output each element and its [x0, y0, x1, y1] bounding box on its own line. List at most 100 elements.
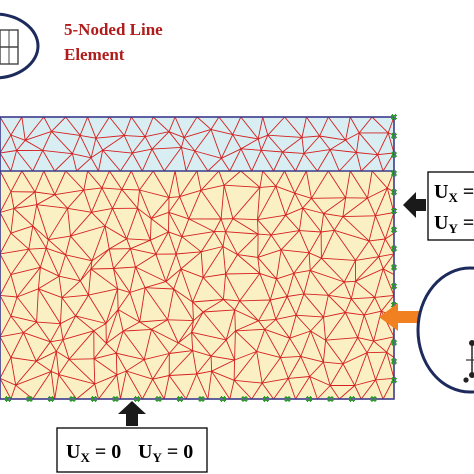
mesh-edge: [207, 371, 213, 400]
mesh-edge: [152, 170, 170, 198]
mesh-edge: [126, 370, 143, 400]
mesh-edge: [121, 188, 140, 191]
mesh-edge: [83, 189, 92, 213]
mesh-edge: [321, 257, 345, 283]
mesh-edge: [320, 213, 325, 233]
mesh-edge: [237, 233, 259, 255]
mesh-edge: [15, 360, 37, 386]
domain-boundary: [0, 116, 395, 400]
mesh-edge: [302, 197, 312, 209]
mesh-edge: [95, 135, 125, 139]
mesh-edge: [126, 238, 151, 241]
mesh-edge: [168, 196, 180, 199]
mesh-edge: [384, 232, 395, 240]
mesh-edge: [288, 376, 310, 379]
mesh-edge: [181, 218, 190, 237]
mesh-edge: [24, 116, 45, 141]
mesh-edge: [139, 321, 152, 330]
mesh-edge: [40, 266, 60, 277]
mesh-edge: [344, 280, 356, 283]
mesh-edge: [300, 330, 312, 357]
mesh-edge: [113, 268, 119, 289]
bottom-ux-var: U: [66, 441, 80, 463]
mesh-edge: [98, 150, 104, 172]
mesh-edge: [180, 147, 187, 172]
mesh-edge: [123, 135, 133, 154]
mesh-edge: [257, 234, 272, 258]
mesh-edge: [94, 383, 99, 400]
mesh-edge: [302, 207, 324, 214]
mesh-edge: [43, 116, 52, 132]
mesh-edge: [180, 251, 202, 270]
mesh-edge: [10, 357, 17, 386]
mesh-edge: [178, 331, 192, 344]
mesh-edge: [10, 296, 18, 317]
mesh-edge: [264, 328, 290, 339]
mesh-edge: [49, 323, 61, 343]
mesh-edge: [355, 240, 370, 261]
mesh-edge: [294, 170, 307, 194]
mesh-edge: [311, 170, 329, 199]
mesh-edge: [185, 150, 196, 172]
mesh-edge: [179, 196, 190, 220]
mesh-edge: [16, 288, 39, 298]
mesh-edge: [262, 116, 269, 136]
node-marker-icon: [327, 396, 334, 402]
mesh-edge: [203, 273, 226, 278]
mesh-edge: [323, 197, 346, 214]
mesh-edge: [65, 116, 81, 136]
mesh-edge: [345, 170, 351, 198]
mesh-edge: [342, 337, 359, 365]
mesh-edge: [223, 299, 236, 311]
mesh-edge: [373, 336, 395, 342]
mesh-edge: [280, 249, 295, 274]
mesh-edge: [200, 184, 225, 191]
node-marker-icon: [391, 208, 397, 214]
mesh-edge: [224, 184, 260, 188]
mesh-edge: [386, 352, 395, 379]
element-label-line1: 5-Noded Line: [64, 20, 163, 39]
mesh-edge: [179, 170, 198, 197]
mesh-edge: [294, 192, 303, 209]
mesh-edge: [76, 383, 96, 400]
node-marker-icon: [391, 377, 397, 384]
mesh-edge: [309, 361, 324, 377]
mesh-edge: [179, 189, 202, 198]
mesh-edge: [375, 212, 395, 217]
mesh-edge: [36, 321, 61, 325]
mesh-edge: [108, 238, 127, 250]
mesh-edge: [338, 152, 357, 172]
mesh-edge: [10, 248, 30, 275]
mesh-edge: [76, 157, 92, 172]
mesh-edge: [201, 246, 224, 253]
mesh-edge: [261, 382, 274, 400]
mesh-edge: [36, 194, 56, 206]
mesh-edge: [322, 361, 331, 386]
mesh-edge: [200, 251, 204, 278]
svg-text:UY =: UY =: [434, 212, 474, 236]
mesh-edge: [308, 252, 322, 259]
mesh-edge: [259, 272, 277, 280]
mesh-edge: [317, 385, 331, 400]
node-marker-icon: [349, 396, 355, 402]
mesh-edge: [193, 311, 204, 321]
mesh-edge: [115, 353, 118, 375]
mesh-edge: [68, 358, 96, 385]
mesh-edge: [0, 378, 12, 400]
mesh-edge: [113, 268, 131, 293]
mesh-edge: [301, 135, 320, 138]
node-marker-icon: [391, 114, 397, 120]
mesh-edge: [0, 248, 29, 255]
node-marker-icon: [391, 226, 397, 233]
mesh-edge: [90, 260, 93, 270]
mesh-edge: [183, 128, 212, 139]
mesh-edge: [300, 356, 311, 377]
mesh-edge: [95, 116, 110, 139]
top-layer-region: [0, 117, 394, 171]
up-arrow-icon: [118, 401, 146, 426]
mesh-edge: [387, 132, 395, 154]
mesh-edge: [357, 337, 374, 342]
mesh-edge: [225, 218, 234, 232]
mesh-edge: [173, 288, 193, 303]
mesh-edge: [322, 340, 327, 363]
